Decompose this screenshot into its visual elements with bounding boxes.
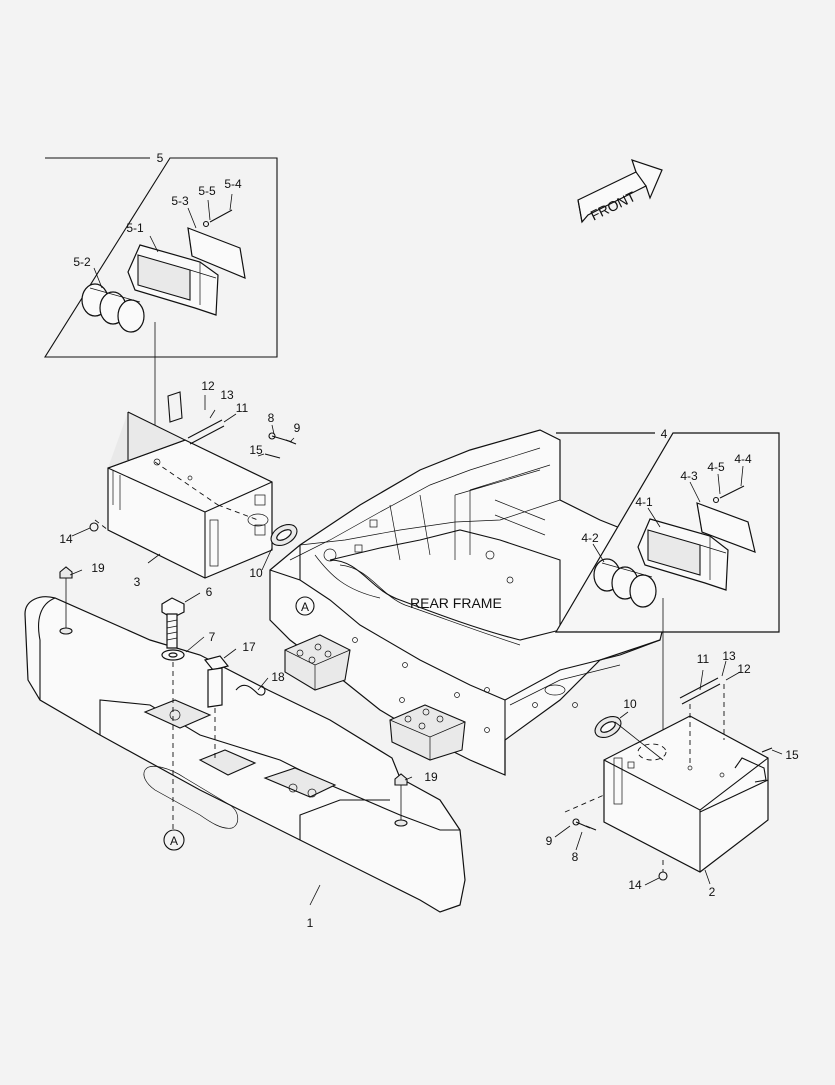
box4-number: 4	[661, 427, 668, 441]
right-callout-8: 8	[572, 850, 579, 864]
right-tool-box: 11 13 12 10 15 9 8 14 2	[546, 649, 799, 899]
counterweight-ref-a: A	[170, 834, 178, 848]
left-callout-11: 11	[236, 401, 249, 415]
callout-4-1: 4-1	[635, 495, 653, 509]
right-callout-9: 9	[546, 834, 553, 848]
left-callout-12: 12	[201, 379, 215, 393]
counterweight: A 19 6 7 17 18 19 1	[24, 561, 466, 930]
left-callout-15: 15	[249, 443, 263, 457]
left-callout-10: 10	[249, 566, 263, 580]
cw-callout-18: 18	[271, 670, 285, 684]
right-callout-15: 15	[785, 748, 799, 762]
rear-frame-label: REAR FRAME	[410, 595, 502, 611]
left-callout-3: 3	[134, 575, 141, 589]
callout-4-5: 4-5	[707, 460, 725, 474]
callout-4-2: 4-2	[581, 531, 599, 545]
rear-frame: A REAR FRAME	[269, 429, 681, 776]
callout-5-4: 5-4	[224, 177, 242, 191]
detail-box-5: 5 5-1 5-2 5-3 5-4 5-5	[44, 151, 278, 462]
callout-5-3: 5-3	[171, 194, 189, 208]
right-callout-2: 2	[709, 885, 716, 899]
callout-5-2: 5-2	[73, 255, 91, 269]
left-callout-9: 9	[294, 421, 301, 435]
right-callout-12: 12	[737, 662, 751, 676]
cw-callout-19-top: 19	[91, 561, 105, 575]
detail-box-4: 4 4-1 4-2 4-3 4-4 4-5	[554, 427, 780, 760]
left-callout-13: 13	[220, 388, 234, 402]
right-callout-14: 14	[628, 878, 642, 892]
cw-callout-19-bottom: 19	[424, 770, 438, 784]
right-callout-10: 10	[623, 697, 637, 711]
cw-callout-17: 17	[242, 640, 256, 654]
box5-number: 5	[157, 151, 164, 165]
callout-4-4: 4-4	[734, 452, 752, 466]
frame-ref-a: A	[301, 600, 309, 614]
right-callout-13: 13	[722, 649, 736, 663]
cw-callout-7: 7	[209, 630, 216, 644]
cw-callout-1: 1	[307, 916, 314, 930]
cw-callout-6: 6	[206, 585, 213, 599]
left-callout-8: 8	[268, 411, 275, 425]
callout-5-5: 5-5	[198, 184, 216, 198]
callout-4-3: 4-3	[680, 469, 698, 483]
right-callout-11: 11	[697, 652, 710, 666]
callout-5-1: 5-1	[126, 221, 144, 235]
left-callout-14: 14	[59, 532, 73, 546]
front-arrow: FRONT	[577, 159, 663, 224]
left-tool-box: 12 13 11 8 9 15 14 3 10	[59, 379, 300, 589]
